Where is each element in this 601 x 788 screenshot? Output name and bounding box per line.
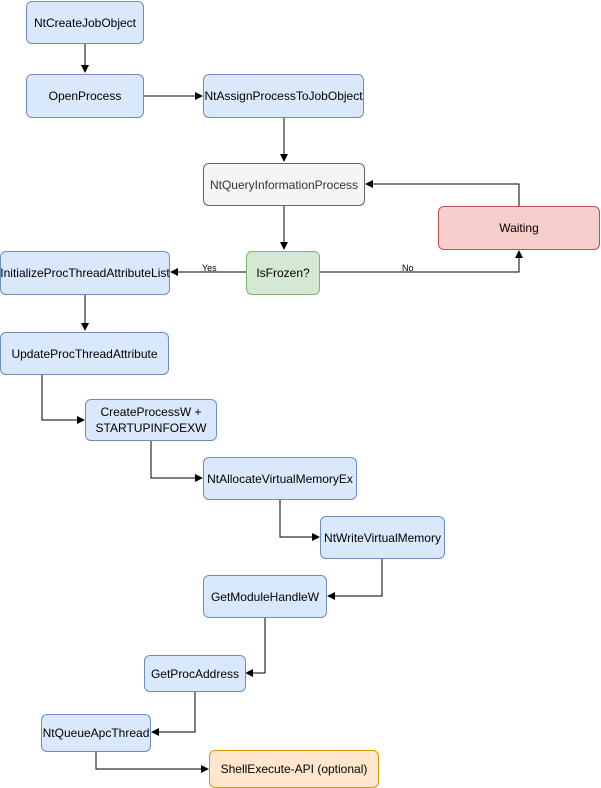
edge-label-yes: Yes [202, 263, 217, 273]
node-nt-query-information-process: NtQueryInformationProcess [203, 163, 365, 206]
edge-isfrozen-no [320, 250, 523, 273]
node-nt-create-job-object: NtCreateJobObject [26, 1, 144, 44]
node-nt-allocate-virtual-memory-ex: NtAllocateVirtualMemoryEx [203, 457, 357, 500]
node-get-proc-address: GetProcAddress [144, 655, 246, 692]
edge-update-to-create-process [41, 375, 85, 424]
node-shell-execute-api-optional: ShellExecute-API (optional) [209, 750, 379, 788]
node-nt-assign-process-to-job-object: NtAssignProcessToJobObject [203, 74, 364, 118]
node-create-process-w: CreateProcessW + STARTUPINFOEXW [85, 399, 217, 441]
edge-label-no: No [402, 263, 414, 273]
edge-get-module-to-get-proc [245, 618, 266, 677]
node-open-process: OpenProcess [26, 74, 144, 118]
node-get-module-handle-w: GetModuleHandleW [203, 575, 327, 618]
node-is-frozen-decision: IsFrozen? [246, 251, 320, 295]
edge-create-process-to-allocate [150, 441, 203, 482]
edge-get-proc-to-queue-apc [151, 692, 196, 736]
node-update-proc-thread-attribute: UpdateProcThreadAttribute [0, 332, 169, 375]
edge-allocate-to-write [279, 500, 320, 541]
node-nt-queue-apc-thread: NtQueueApcThread [41, 714, 151, 752]
node-nt-write-virtual-memory: NtWriteVirtualMemory [320, 516, 445, 559]
node-initialize-proc-thread-attribute-list: InitializeProcThreadAttributeList [0, 251, 170, 295]
edge-queue-apc-to-shell-execute [95, 752, 209, 773]
edge-waiting-to-query [365, 180, 520, 206]
node-waiting: Waiting [438, 206, 600, 250]
edge-write-to-get-module [327, 559, 383, 600]
